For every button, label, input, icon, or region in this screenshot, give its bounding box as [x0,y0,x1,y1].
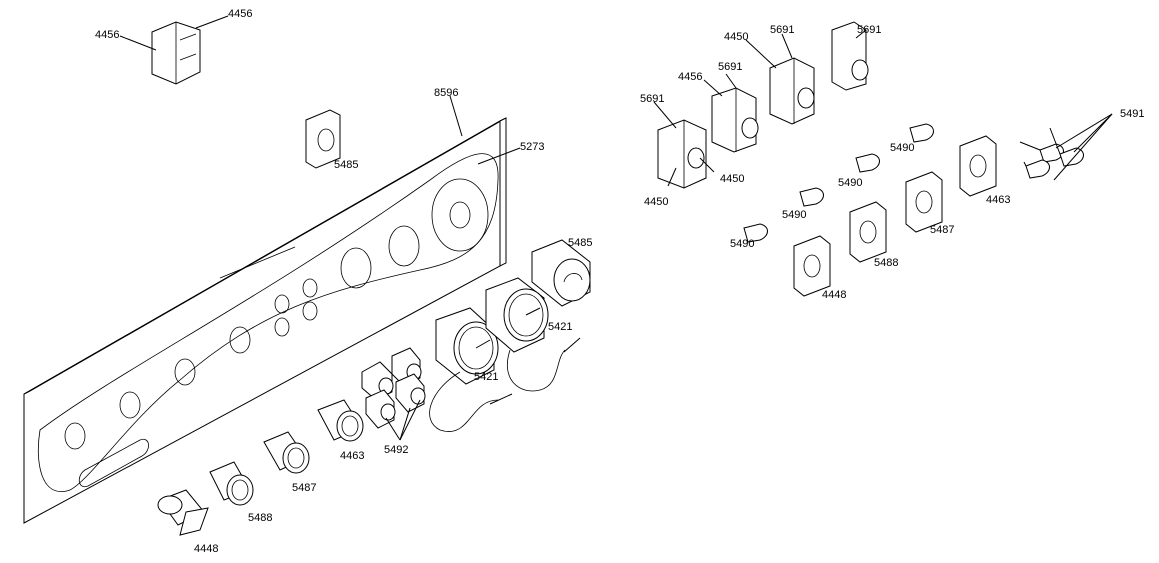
clip-4463 [959,135,997,197]
label-5691-b: 5691 [857,24,881,36]
label-5490-c: 5490 [782,209,806,221]
knob-4463 [317,399,364,442]
knob-4448 [157,489,209,536]
wired-lamps-5491 [1019,113,1113,181]
lamp-5490-4 [909,123,934,143]
thermostat-5421-upper [485,277,581,392]
control-panel [23,117,507,524]
label-4463-clip: 4463 [986,194,1010,206]
clip-5487 [905,171,943,233]
label-5485-knob: 5485 [568,237,592,249]
callout-labels: 4456 4456 5485 8596 5273 5485 5421 5421 … [95,8,1144,555]
label-4450-a: 4450 [724,31,748,43]
label-4456-a: 4456 [95,29,119,41]
lamp-5490-1 [743,223,768,243]
label-5421-b: 5421 [474,371,498,383]
label-5491: 5491 [1120,108,1144,120]
thermostat-5421-lower [429,307,513,432]
switch-4456 [151,21,201,85]
label-5421-a: 5421 [548,321,572,333]
label-4463-knob: 4463 [340,450,364,462]
switch-5691 [831,21,869,91]
label-4456-c: 4456 [678,71,702,83]
label-5485-clip: 5485 [334,159,358,171]
knob-5487 [263,431,310,474]
switch-4450-upper [769,57,815,125]
label-5691-c: 5691 [718,61,742,73]
label-5273: 5273 [520,141,544,153]
label-5488-clip: 5488 [874,257,898,269]
indicator-lamps-5492 [361,347,426,441]
leader-lines [119,15,867,187]
selector-knob-5485 [531,239,591,307]
clip-4448 [793,235,831,297]
label-5487-knob: 5487 [292,482,316,494]
label-5691-a: 5691 [770,24,794,36]
label-5490-b: 5490 [838,177,862,189]
clip-5485 [305,109,341,169]
label-8596: 8596 [434,87,458,99]
label-5490-d: 5490 [730,238,754,250]
label-4448-knob: 4448 [194,543,218,555]
clip-5488 [849,201,887,263]
lamp-5490-3 [855,153,880,173]
label-5691-d: 5691 [640,93,664,105]
label-5490-a: 5490 [890,142,914,154]
label-5487-clip: 5487 [930,224,954,236]
label-4448-clip: 4448 [822,289,846,301]
label-4450-b: 4450 [720,173,744,185]
knob-5488 [209,461,254,506]
lamp-5490-2 [799,187,824,207]
label-5488-knob: 5488 [248,512,272,524]
label-5492: 5492 [384,444,408,456]
label-4450-c: 4450 [644,196,668,208]
switch-4456-right [711,87,759,153]
label-4456-b: 4456 [228,8,252,20]
switch-4450-lower [657,119,707,189]
